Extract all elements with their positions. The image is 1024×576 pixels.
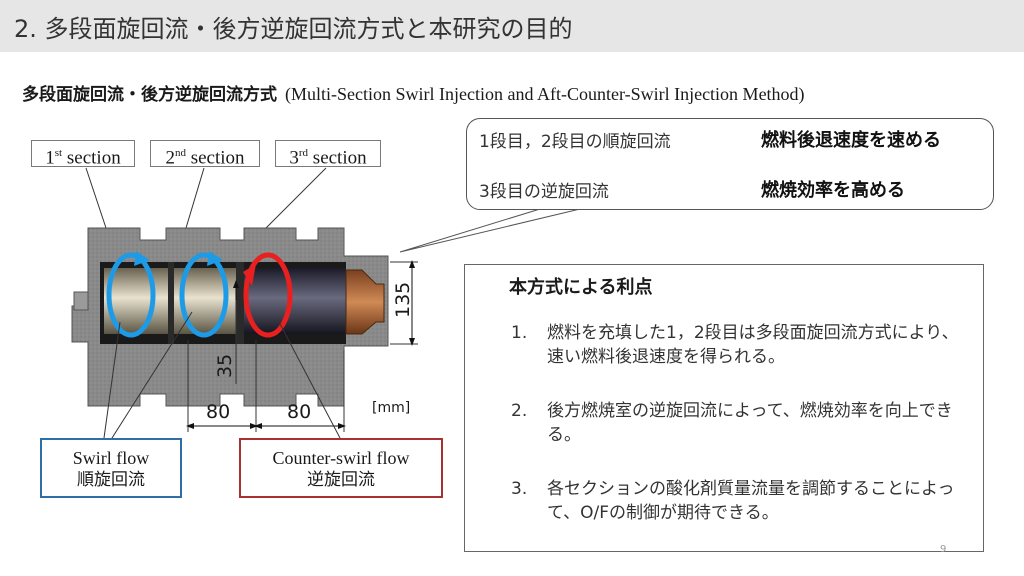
dim-label-35: 35: [214, 353, 236, 378]
swirl-flow-box: Swirl flow 順旋回流: [40, 438, 182, 498]
callout-pointer: [399, 208, 581, 253]
injector-fitting: [73, 291, 89, 311]
section-divider: [236, 262, 244, 344]
callout-row2-result: 燃焼効率を高める: [761, 180, 905, 201]
swirl-arrowhead-1: [134, 251, 150, 266]
counter-flow-en: Counter-swirl flow: [272, 448, 410, 468]
subtitle: 多段面旋回流・後方逆旋回流方式 (Multi-Section Swirl Inje…: [22, 80, 805, 105]
section-label-3: 3rd section: [275, 140, 381, 168]
counter-swirl-flow-box: Counter-swirl flow 逆旋回流: [239, 438, 443, 498]
swirl-flow-en: Swirl flow: [72, 448, 150, 468]
counter-swirl-arrow: [243, 252, 293, 338]
aft-chamber: [244, 268, 346, 334]
unit-label: [mm]: [372, 400, 411, 416]
dim-label-135: 135: [392, 281, 414, 318]
swirl-flow-jp: 順旋回流: [77, 470, 145, 490]
advantage-item-2: 2. 後方燃焼室の逆旋回流によって、燃焼効率を向上できる。: [511, 401, 953, 445]
slide-title: 2. 多段面旋回流・後方逆旋回流方式と本研究の目的: [14, 15, 573, 43]
nozzle: [345, 269, 385, 335]
advantage-item-3: 3. 各セクションの酸化剤質量流量を調節することによって、O/Fの制御が期待でき…: [511, 479, 955, 523]
subtitle-en: (Multi-Section Swirl Injection and Aft-C…: [285, 84, 805, 104]
subtitle-jp: 多段面旋回流・後方逆旋回流方式: [22, 85, 277, 105]
dim-label-80a: 80: [206, 401, 231, 423]
advantages-title: 本方式による利点: [509, 277, 653, 298]
leader-line: [85, 167, 107, 229]
leader-line: [185, 167, 205, 229]
swirl-leader: [103, 321, 121, 439]
swirl-arrow-2: [179, 252, 229, 338]
swirl-arrowhead-2: [207, 251, 223, 266]
callout-row1-label: 1段目，2段目の順旋回流: [479, 132, 671, 152]
swirl-arrow-1: [106, 252, 156, 338]
callout-box: 1段目，2段目の順旋回流 燃料後退速度を速める 3段目の逆旋回流 燃焼効率を高め…: [466, 118, 994, 210]
counter-flow-jp: 逆旋回流: [307, 470, 375, 490]
page-number: 9: [940, 544, 947, 555]
section-label-2: 2nd section: [150, 140, 260, 168]
leader-line: [265, 167, 327, 229]
callout-row2-label: 3段目の逆旋回流: [479, 182, 609, 202]
callout-row1-result: 燃料後退速度を速める: [761, 130, 941, 151]
counter-swirl-arrowhead: [243, 264, 256, 286]
counter-leader: [277, 319, 341, 439]
swirl-leader: [111, 311, 193, 439]
dim-label-80b: 80: [287, 401, 312, 423]
title-bar: 2. 多段面旋回流・後方逆旋回流方式と本研究の目的: [0, 0, 1024, 52]
advantage-item-1: 1. 燃料を充填した1，2段目は多段面旋回流方式により、速い燃料後退速度を得られ…: [511, 323, 959, 367]
section-label-1: 1st section: [31, 140, 135, 168]
section-divider: [168, 262, 174, 344]
advantages-box: 本方式による利点 1. 燃料を充填した1，2段目は多段面旋回流方式により、速い燃…: [464, 264, 984, 552]
